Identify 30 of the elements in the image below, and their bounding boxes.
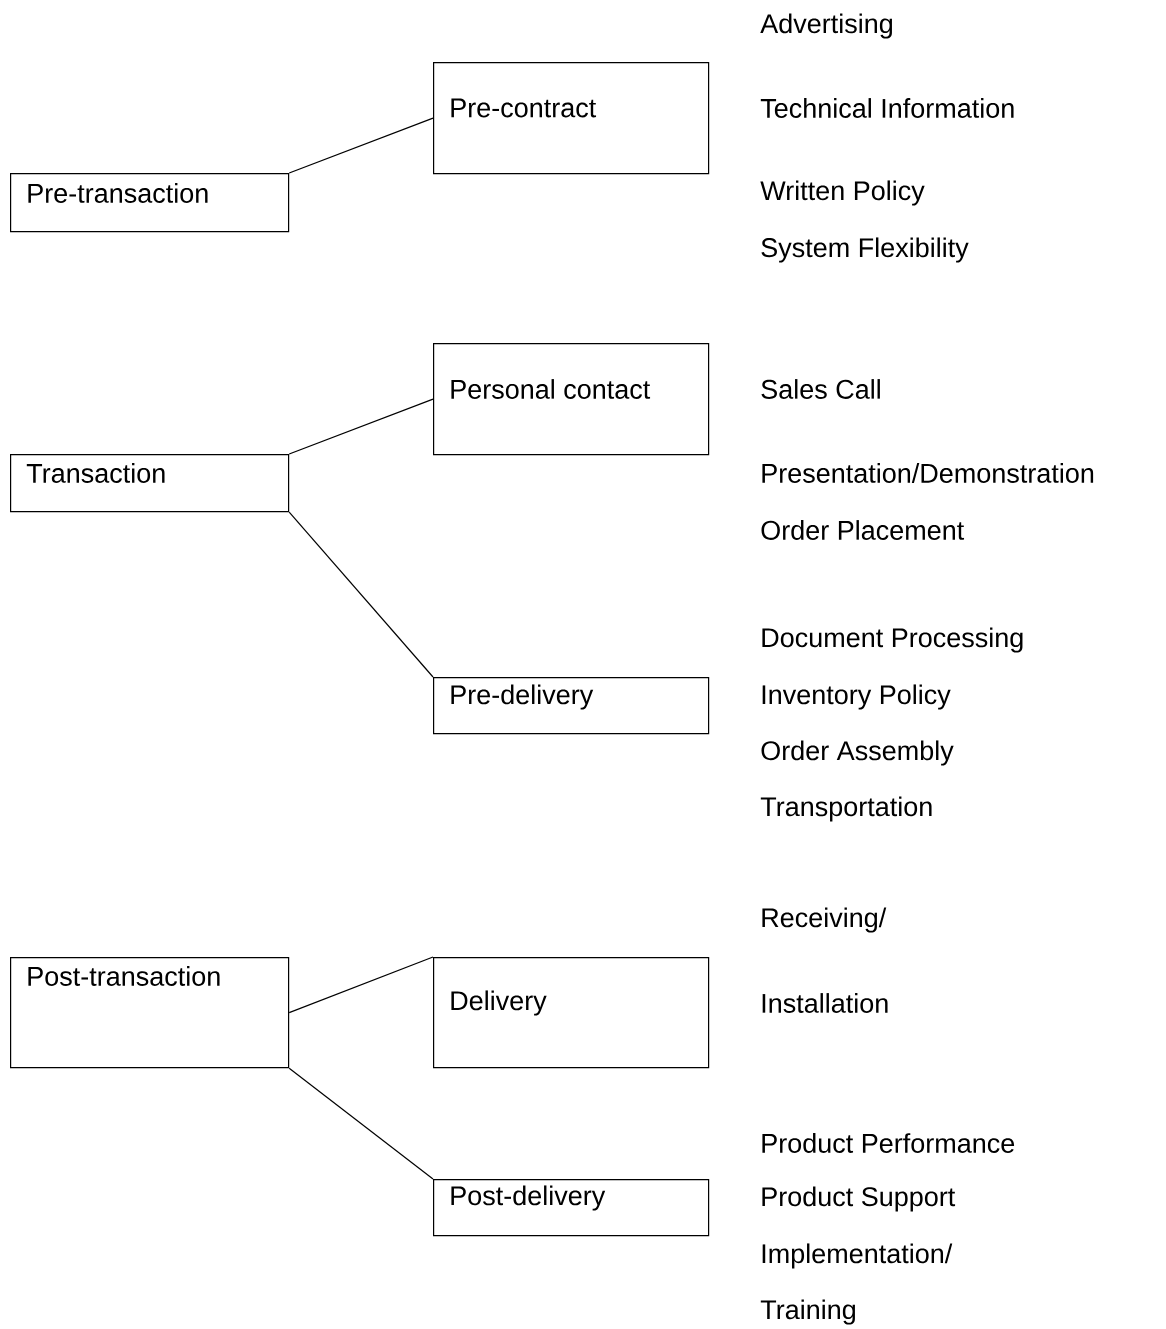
item-label: Document Processing bbox=[762, 627, 1023, 653]
connector-line bbox=[288, 117, 434, 174]
item-label: Technical Information bbox=[760, 98, 1014, 118]
item-label: Training bbox=[760, 1299, 855, 1325]
item-label: Advertising bbox=[760, 13, 892, 39]
item-label: Implementation/ bbox=[762, 1243, 953, 1269]
process-box: Transaction bbox=[10, 454, 290, 513]
process-box: Pre-contract bbox=[433, 62, 710, 175]
item-label: Receiving/ bbox=[762, 907, 887, 933]
process-box: Post-transaction bbox=[10, 957, 290, 1069]
process-box: Post-delivery bbox=[433, 1179, 710, 1237]
item-label: Inventory Policy bbox=[762, 684, 951, 710]
item-label: Presentation/Demonstration bbox=[762, 463, 1094, 483]
connector-line bbox=[288, 398, 434, 455]
item-label: System Flexibility bbox=[761, 237, 969, 263]
process-box: Pre-transaction bbox=[10, 173, 290, 233]
item-label: Product Support bbox=[762, 1186, 956, 1212]
item-label: Sales Call bbox=[761, 379, 880, 399]
item-label: Written Policy bbox=[760, 180, 925, 206]
item-label: Order Assembly bbox=[761, 740, 954, 766]
item-label: Product Performance bbox=[762, 1133, 1015, 1153]
process-box: Pre-delivery bbox=[433, 677, 710, 735]
item-label: Order Placement bbox=[761, 520, 965, 540]
process-box: Delivery bbox=[433, 957, 710, 1069]
connector-line bbox=[288, 1067, 434, 1180]
connector-line bbox=[288, 956, 434, 1014]
item-label: Transportation bbox=[760, 796, 932, 822]
process-box: Personal contact bbox=[433, 343, 710, 456]
item-label: Installation bbox=[762, 993, 888, 1013]
connector-line bbox=[288, 511, 434, 678]
